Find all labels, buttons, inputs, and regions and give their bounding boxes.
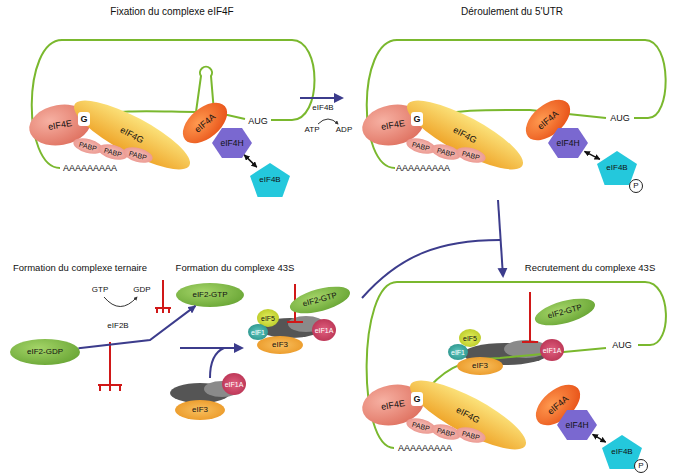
cap-symbol: G xyxy=(411,112,423,126)
node-text: eIF1 xyxy=(451,349,465,356)
node-text: eIF4H xyxy=(565,421,588,430)
node-text: eIF4A xyxy=(536,109,560,131)
node-text: eIF2-GTP xyxy=(302,292,338,309)
node-text: G xyxy=(80,115,87,124)
node-text: eIF3 xyxy=(472,362,488,370)
mrna-strand xyxy=(367,282,666,448)
node-text: eIF2-GTP xyxy=(192,291,227,299)
hydrolysis-arrow xyxy=(318,119,338,124)
node-text: eIF5 xyxy=(261,315,275,322)
node-text: PABP xyxy=(103,146,122,157)
interaction-arrow xyxy=(593,434,606,442)
protein-hexagon: eIF4H xyxy=(557,410,597,440)
node-text: eIF4B xyxy=(606,164,627,172)
node-text: PABP xyxy=(436,426,455,437)
nucleotide-label: GTP xyxy=(92,286,108,294)
step-arrow xyxy=(362,240,500,298)
node-text: eIF4A xyxy=(193,112,217,134)
cap-symbol: G xyxy=(411,392,423,406)
step-arrow xyxy=(180,347,242,349)
panel-title: Déroulement du 5'UTR xyxy=(461,7,563,17)
factor-ellipse: eIF1 xyxy=(248,324,268,340)
polya-label: AAAAAAAAA xyxy=(398,444,452,453)
factor-ellipse: eIF2-GTP xyxy=(287,281,353,318)
node-text: eIF1 xyxy=(251,329,265,336)
node-text: PABP xyxy=(461,149,480,160)
trna-symbol xyxy=(155,280,171,313)
protein-pentagon: eIF4B xyxy=(250,163,290,197)
factor-ellipse: eIF3 xyxy=(175,400,225,420)
step-arrow xyxy=(498,200,503,276)
cap-symbol: G xyxy=(78,112,90,126)
factor-circle: eIF1A xyxy=(312,319,336,341)
factor-label: eIF4B xyxy=(312,104,333,112)
codon-label: AUG xyxy=(248,117,268,126)
polya-label: AAAAAAAAA xyxy=(63,164,117,173)
node-text: eIF4E xyxy=(47,118,72,131)
phosphate-circle: P xyxy=(629,179,643,193)
node-text: PABP xyxy=(78,140,97,151)
node-text: eIF2-GDP xyxy=(27,348,63,356)
polya-label: AAAAAAAAA xyxy=(396,164,450,173)
node-text: eIF4E xyxy=(380,398,405,411)
node-text: eIF4H xyxy=(556,139,579,148)
phosphate-circle: P xyxy=(634,459,648,473)
node-text: eIF4E xyxy=(380,118,405,131)
node-text: G xyxy=(413,395,420,404)
factor-ellipse: eIF3 xyxy=(257,336,303,354)
node-text: P xyxy=(633,182,638,190)
factor-ellipse: eIF2-GDP xyxy=(10,339,80,365)
node-text: P xyxy=(638,462,643,470)
node-text: G xyxy=(413,115,420,124)
node-text: PABP xyxy=(461,429,480,440)
protein-hexagon-shape xyxy=(212,128,252,158)
panel-title: Formation du complexe 43S xyxy=(176,263,295,273)
node-text: eIF4G xyxy=(452,125,478,145)
factor-ellipse: eIF3 xyxy=(457,357,503,375)
panel-title: Recrutement du complexe 43S xyxy=(525,263,655,273)
node-text: eIF5 xyxy=(463,335,477,342)
node-text: eIF3 xyxy=(272,341,288,349)
step-arrow xyxy=(300,97,342,99)
nucleotide-label: GDP xyxy=(133,286,150,294)
nucleotide-label: ADP xyxy=(336,126,352,134)
factor-ellipse: eIF2-GTP xyxy=(532,293,598,330)
node-text: eIF1A xyxy=(315,327,334,334)
protein-pentagon-shape xyxy=(250,163,290,197)
node-text: eIF4H xyxy=(220,139,243,148)
protein-hexagon: eIF4H xyxy=(212,128,252,158)
node-text: eIF4G xyxy=(119,125,145,145)
factor-circle: eIF1A xyxy=(540,339,564,361)
panel-title: Formation du complexe ternaire xyxy=(13,263,147,273)
interaction-arrow xyxy=(585,151,600,159)
panel-title: Fixation du complexe eIF4F xyxy=(110,7,233,17)
node-text: eIF3 xyxy=(192,406,208,414)
node-text: eIF2-GTP xyxy=(547,304,583,321)
factor-circle: eIF1A xyxy=(222,373,246,395)
node-text: eIF1A xyxy=(543,347,562,354)
protein-hexagon: eIF4H xyxy=(548,128,588,158)
node-text: eIF4B xyxy=(259,176,280,184)
node-text: PABP xyxy=(411,140,430,151)
node-text: eIF4B xyxy=(611,448,632,456)
step-arrow xyxy=(210,348,224,378)
node-text: PABP xyxy=(128,149,147,160)
protein-hexagon-shape xyxy=(557,410,597,440)
node-text: eIF4G xyxy=(455,405,481,425)
nucleotide-label: ATP xyxy=(305,126,320,134)
factor-label: eIF2B xyxy=(107,322,128,330)
codon-label: AUG xyxy=(612,341,632,350)
trna-symbol xyxy=(98,342,122,391)
node-text: PABP xyxy=(436,146,455,157)
codon-label: AUG xyxy=(610,114,630,123)
node-text: eIF1A xyxy=(225,381,244,388)
interaction-arrow xyxy=(244,155,257,167)
protein-hexagon-shape xyxy=(548,128,588,158)
node-text: PABP xyxy=(411,420,430,431)
exchange-arrow xyxy=(104,297,137,307)
interaction-arrow xyxy=(79,306,196,348)
factor-ellipse: eIF2-GTP xyxy=(176,283,244,307)
factor-ellipse: eIF1 xyxy=(448,344,468,360)
